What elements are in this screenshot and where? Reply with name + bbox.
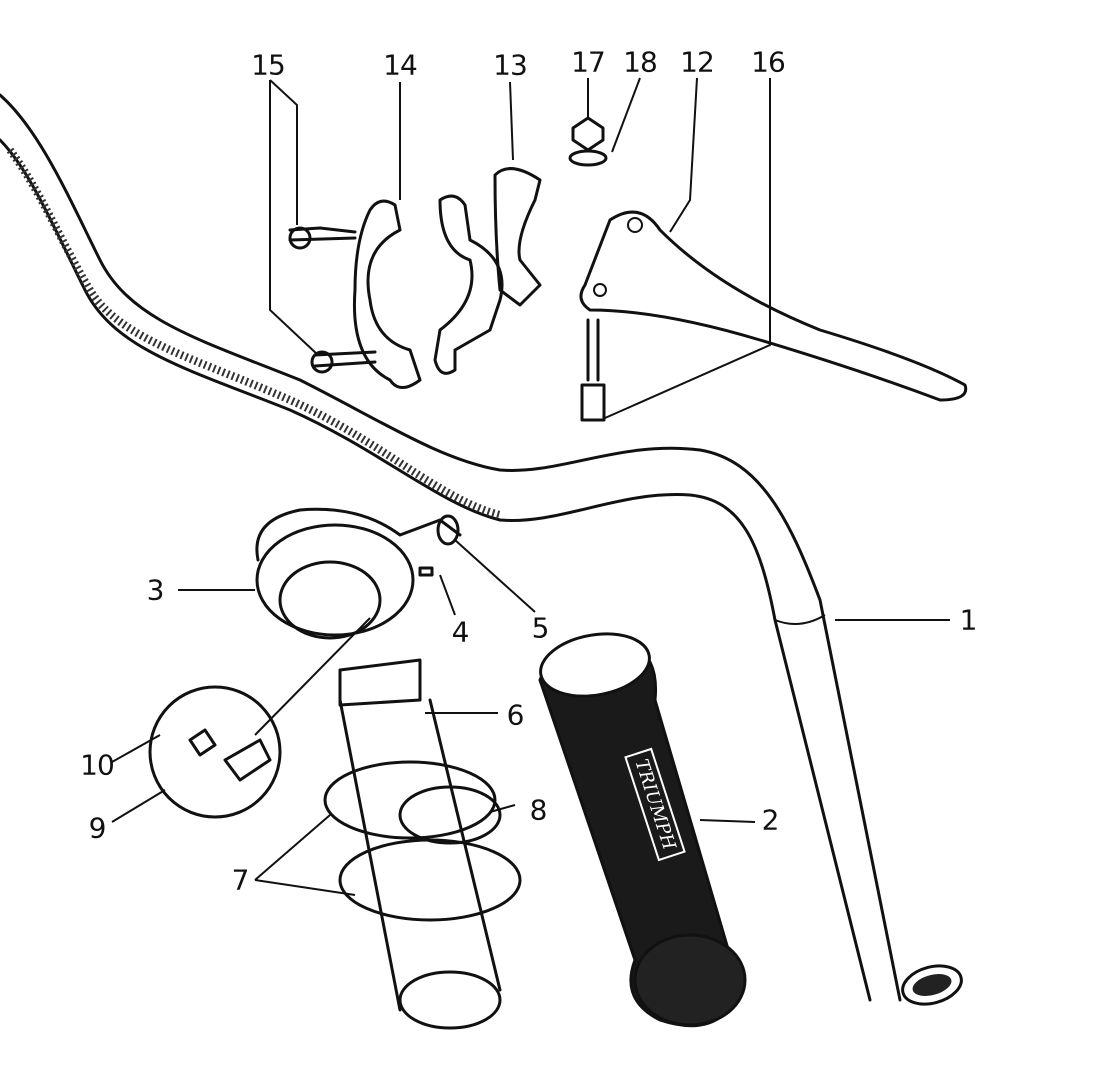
callout-17: 17	[571, 45, 606, 79]
callout-2: 2	[761, 803, 780, 837]
callout-15: 15	[251, 48, 286, 82]
leader-lines	[111, 77, 950, 896]
handlebar-part	[0, 93, 963, 1006]
callout-16: 16	[751, 45, 786, 79]
callout-9: 9	[88, 811, 107, 845]
detail-inset	[148, 617, 371, 819]
grip-part	[538, 632, 747, 1028]
callout-1: 1	[959, 603, 978, 637]
twist-grip-body-part	[255, 507, 462, 640]
callout-18: 18	[623, 45, 658, 79]
clamp-part	[288, 167, 542, 389]
callout-7: 7	[231, 863, 250, 897]
callout-8: 8	[529, 793, 548, 827]
callout-5: 5	[531, 611, 550, 645]
lever-part	[568, 116, 968, 422]
callout-13: 13	[493, 48, 528, 82]
callout-12: 12	[680, 45, 715, 79]
callout-4: 4	[451, 615, 470, 649]
throttle-sleeve-part	[323, 658, 522, 1030]
callout-14: 14	[383, 48, 418, 82]
callout-10: 10	[80, 748, 115, 782]
callout-6: 6	[506, 698, 525, 732]
callout-3: 3	[146, 573, 165, 607]
